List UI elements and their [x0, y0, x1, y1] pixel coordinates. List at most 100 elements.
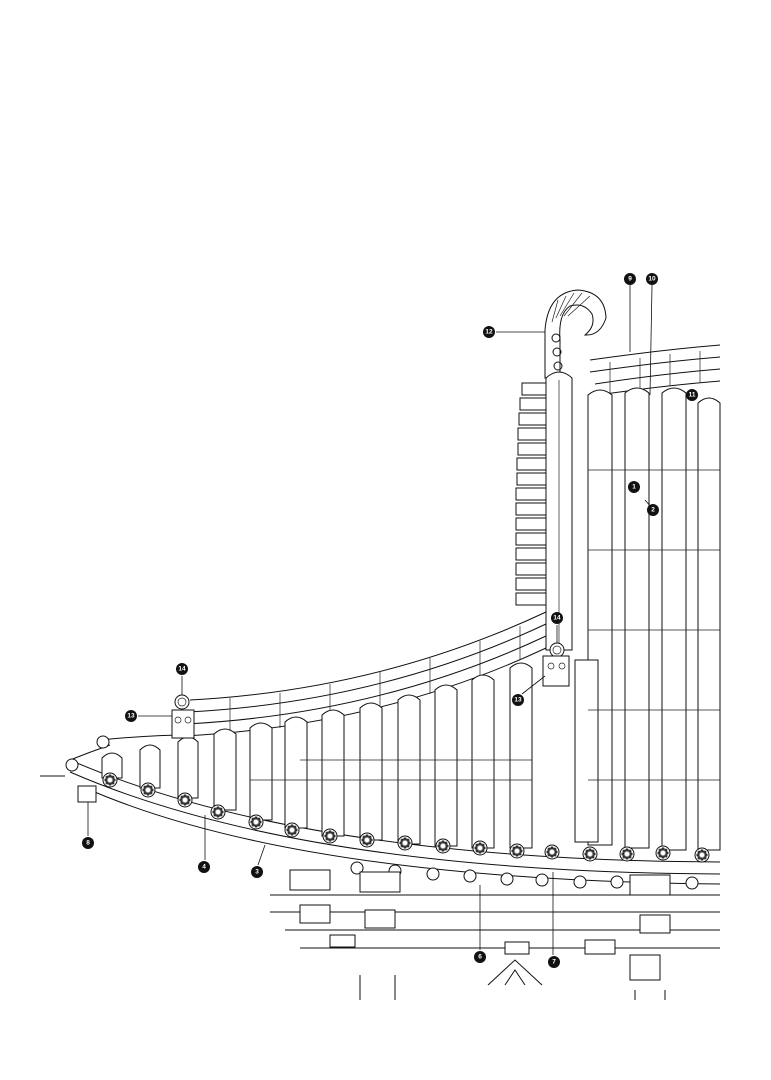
drip-tile — [685, 876, 699, 890]
rosette-petal — [437, 844, 441, 848]
rosette-petal — [331, 837, 335, 841]
rosette-petal — [400, 844, 404, 848]
svg-text:6: 6 — [478, 954, 482, 961]
drip-tile — [426, 867, 440, 881]
rosette-petal — [438, 847, 442, 851]
rosette-petal — [149, 785, 153, 789]
rosette-petal — [592, 852, 596, 856]
rosette-petal — [406, 838, 410, 842]
rosette-petal — [482, 846, 486, 850]
rosette-petal — [365, 842, 369, 846]
rosette-petal — [481, 849, 485, 853]
rosette-petal — [213, 807, 217, 811]
rosette-petal — [257, 817, 261, 821]
rosette-petal — [142, 788, 146, 792]
ridge-wall — [589, 344, 721, 396]
leader-lines — [87, 284, 653, 955]
rosette-petal — [294, 828, 298, 832]
corner-end-decoration-left — [65, 694, 195, 772]
drip-tile — [500, 872, 514, 886]
rosette-petal — [518, 852, 522, 856]
rosette-petal — [187, 798, 191, 802]
rosette-petal — [186, 801, 190, 805]
rosette-petal — [478, 842, 482, 846]
rosette-petal — [625, 856, 629, 860]
rosette-petal — [365, 834, 369, 838]
rosette-petal — [150, 788, 154, 792]
rosette-petal — [403, 837, 407, 841]
rosette-petal — [550, 846, 554, 850]
rosette-petal — [625, 848, 629, 852]
rosette-petal — [212, 810, 216, 814]
rosette-petal — [149, 791, 153, 795]
rosette-petal — [287, 831, 291, 835]
rosette-petal — [368, 835, 372, 839]
rosette-petal — [369, 838, 373, 842]
hip-side-stack — [515, 382, 547, 606]
rosette-petal — [441, 840, 445, 844]
rosette-petal — [585, 849, 589, 853]
rosette-petal — [213, 813, 217, 817]
rosette-petal — [146, 784, 150, 788]
callout-4: 4 — [198, 861, 210, 873]
rosette-petal — [293, 825, 297, 829]
rosette-petal — [257, 823, 261, 827]
rosette-petal — [328, 838, 332, 842]
rosette-petal — [444, 841, 448, 845]
rosette-petal — [512, 852, 516, 856]
rosette-petal — [180, 801, 184, 805]
rosette-petal — [186, 795, 190, 799]
rosette-petal — [325, 831, 329, 835]
rosette-petal — [216, 806, 220, 810]
rosette-petal — [661, 855, 665, 859]
rosette-petal — [444, 847, 448, 851]
callout-14-right: 14 — [551, 612, 563, 624]
rosette-petal — [105, 775, 109, 779]
rosette-petal — [438, 841, 442, 845]
callout-13-right: 13 — [512, 694, 524, 706]
rosette-petal — [362, 841, 366, 845]
rosette-petal — [287, 825, 291, 829]
rosette-petal — [512, 846, 516, 850]
rosette-petal — [481, 843, 485, 847]
rosette-petal — [547, 853, 551, 857]
rosette-petal — [362, 835, 366, 839]
callout-8: 8 — [82, 837, 94, 849]
rosette-petal — [258, 820, 262, 824]
rosette-petal — [553, 853, 557, 857]
rosette-petal — [143, 785, 147, 789]
rosette-petal — [250, 820, 254, 824]
rosette-petal — [251, 823, 255, 827]
rosette-petal — [661, 847, 665, 851]
callout-10: 10 — [646, 273, 658, 285]
rosette-petal — [622, 855, 626, 859]
rosette-petal — [108, 782, 112, 786]
rosette-petal — [475, 849, 479, 853]
rosette-petal — [324, 834, 328, 838]
rosette-petal — [658, 848, 662, 852]
rosette-petal — [697, 856, 701, 860]
svg-text:14: 14 — [178, 666, 186, 673]
rosette-petal — [553, 847, 557, 851]
svg-text:10: 10 — [648, 276, 656, 283]
callout-7: 7 — [548, 956, 560, 968]
cover-tiles — [101, 387, 721, 851]
rosette-petal — [518, 846, 522, 850]
rosette-petal — [474, 846, 478, 850]
rosette-petal — [622, 849, 626, 853]
rosette-petal — [361, 838, 365, 842]
vertical-hip-ridge — [545, 371, 573, 651]
bracket-structure — [40, 775, 720, 1000]
rosette-petal — [216, 814, 220, 818]
svg-text:9: 9 — [628, 276, 632, 283]
rosette-petal — [179, 798, 183, 802]
rosette-petal — [665, 851, 669, 855]
rosette-petal — [478, 850, 482, 854]
rosette-petal — [105, 781, 109, 785]
svg-text:11: 11 — [689, 392, 696, 399]
rosette-petal — [143, 791, 147, 795]
rosette-petal — [146, 792, 150, 796]
rosette-petal — [293, 831, 297, 835]
svg-text:14: 14 — [553, 615, 561, 622]
